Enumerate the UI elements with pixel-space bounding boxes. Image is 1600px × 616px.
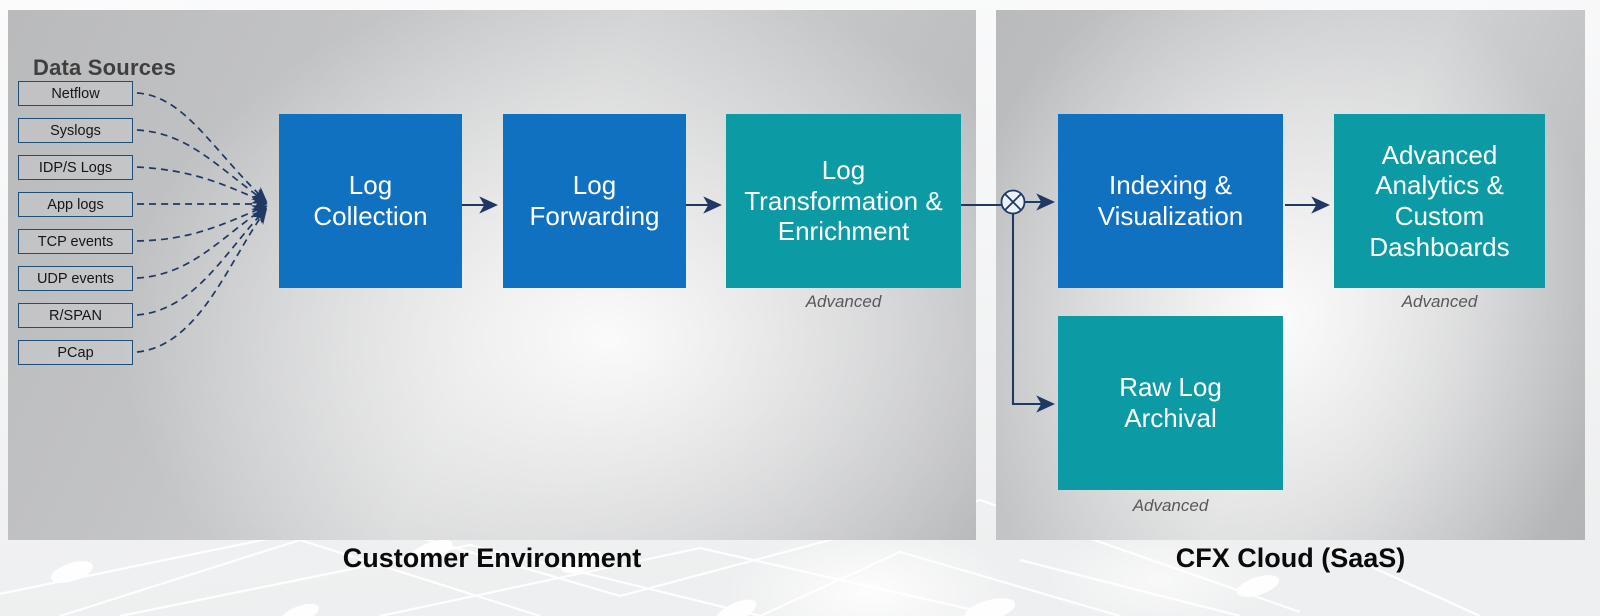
data-source-rspan[interactable]: R/SPAN bbox=[18, 303, 133, 328]
advanced-label-analytics: Advanced bbox=[1401, 292, 1478, 311]
data-source-syslogs[interactable]: Syslogs bbox=[18, 118, 133, 143]
data-source-pcap[interactable]: PCap bbox=[18, 340, 133, 365]
advanced-label-log-transformation: Advanced bbox=[805, 292, 882, 311]
data-source-tcp-events[interactable]: TCP events bbox=[18, 229, 133, 254]
caption-customer-environment: Customer Environment bbox=[342, 543, 642, 573]
data-source-idps-logs[interactable]: IDP/S Logs bbox=[18, 155, 133, 180]
caption-cfx-cloud: CFX Cloud (SaaS) bbox=[1175, 543, 1406, 573]
stage-indexing-visualization[interactable]: Indexing &Visualization bbox=[1058, 114, 1283, 288]
data-source-netflow[interactable]: Netflow bbox=[18, 81, 133, 106]
data-sources-heading: Data Sources bbox=[33, 55, 177, 80]
advanced-label-archival: Advanced bbox=[1132, 496, 1209, 515]
data-source-app-logs[interactable]: App logs bbox=[18, 192, 133, 217]
data-source-udp-events[interactable]: UDP events bbox=[18, 266, 133, 291]
